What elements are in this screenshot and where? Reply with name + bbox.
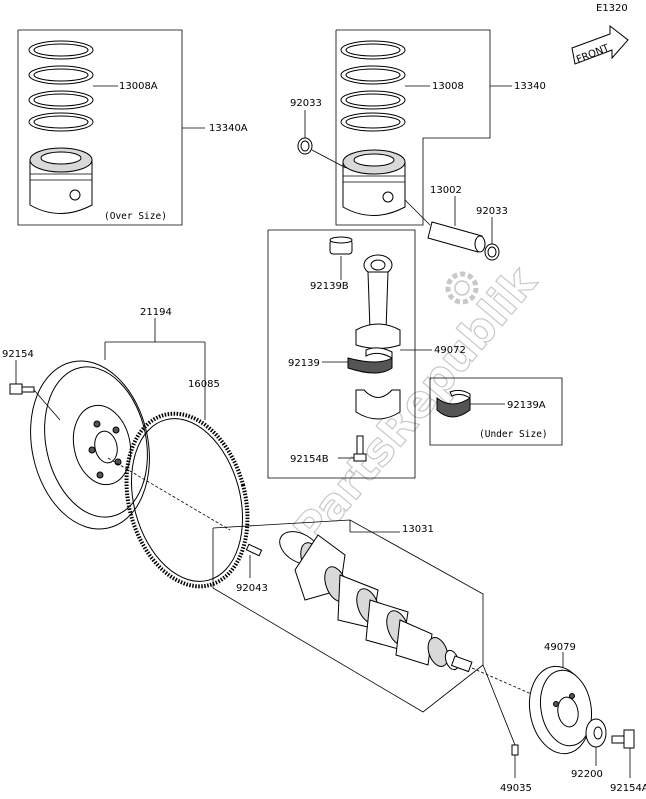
label-13008: 13008 — [432, 81, 464, 92]
label-13340A: 13340A — [209, 123, 248, 134]
label-92139A: 92139A — [507, 400, 546, 411]
label-13002: 13002 — [430, 185, 462, 196]
label-92139: 92139 — [288, 358, 320, 369]
label-92033-right: 92033 — [476, 206, 508, 217]
undersize-note: (Under Size) — [479, 429, 548, 440]
piston-oversize[interactable] — [29, 147, 93, 214]
oversize-piston-box: 13008A 13340A (Over Size) — [17, 29, 248, 226]
label-49072: 49072 — [434, 345, 466, 356]
connecting-rod[interactable] — [355, 254, 401, 349]
label-92154: 92154 — [2, 349, 34, 360]
connecting-rod-box: 92139B 49072 92139 92154B — [267, 229, 466, 479]
pulley-bolt[interactable] — [611, 729, 635, 749]
label-92154B: 92154B — [290, 454, 329, 465]
circlip-92033-left[interactable] — [297, 137, 313, 155]
small-end-bushing[interactable] — [329, 236, 353, 255]
undersize-bearing-box: 92139A (Under Size) — [429, 377, 563, 446]
connecting-rod-cap[interactable] — [355, 389, 401, 420]
label-92139B: 92139B — [310, 281, 349, 292]
woodruff-key[interactable] — [511, 744, 519, 756]
dowel-pin[interactable] — [245, 543, 263, 557]
oversize-note: (Over Size) — [104, 211, 167, 222]
label-92154A: 92154A — [610, 783, 646, 794]
standard-piston-box: 13008 13340 — [335, 29, 546, 226]
watermark-gear-icon — [445, 271, 479, 305]
piston-ring-set[interactable] — [340, 40, 406, 132]
conrod-bearing-undersize[interactable] — [436, 389, 471, 418]
ring-gear[interactable] — [108, 400, 266, 600]
label-49035: 49035 — [500, 783, 532, 794]
circlip-92033-right[interactable] — [484, 243, 500, 261]
label-13031: 13031 — [402, 524, 434, 535]
front-arrow-icon: FRONT — [571, 24, 629, 66]
label-21194: 21194 — [140, 307, 172, 318]
label-13008A: 13008A — [119, 81, 158, 92]
label-92043: 92043 — [236, 583, 268, 594]
label-49079: 49079 — [544, 642, 576, 653]
flywheel-bolt[interactable] — [9, 383, 35, 395]
diagram-code: E1320 — [596, 3, 628, 14]
crankshaft-pulley[interactable] — [523, 661, 597, 758]
label-92033-left: 92033 — [290, 98, 322, 109]
piston-ring-set-oversize[interactable] — [28, 40, 94, 132]
label-13340: 13340 — [514, 81, 546, 92]
conrod-bearing[interactable] — [347, 347, 393, 374]
pulley-washer[interactable] — [585, 718, 607, 748]
label-92200: 92200 — [571, 769, 603, 780]
flywheel[interactable] — [16, 350, 165, 540]
conrod-bolt[interactable] — [353, 435, 367, 462]
label-16085: 16085 — [188, 379, 220, 390]
piston-pin[interactable] — [427, 221, 486, 253]
crankshaft[interactable] — [274, 525, 473, 673]
piston[interactable] — [342, 149, 406, 216]
